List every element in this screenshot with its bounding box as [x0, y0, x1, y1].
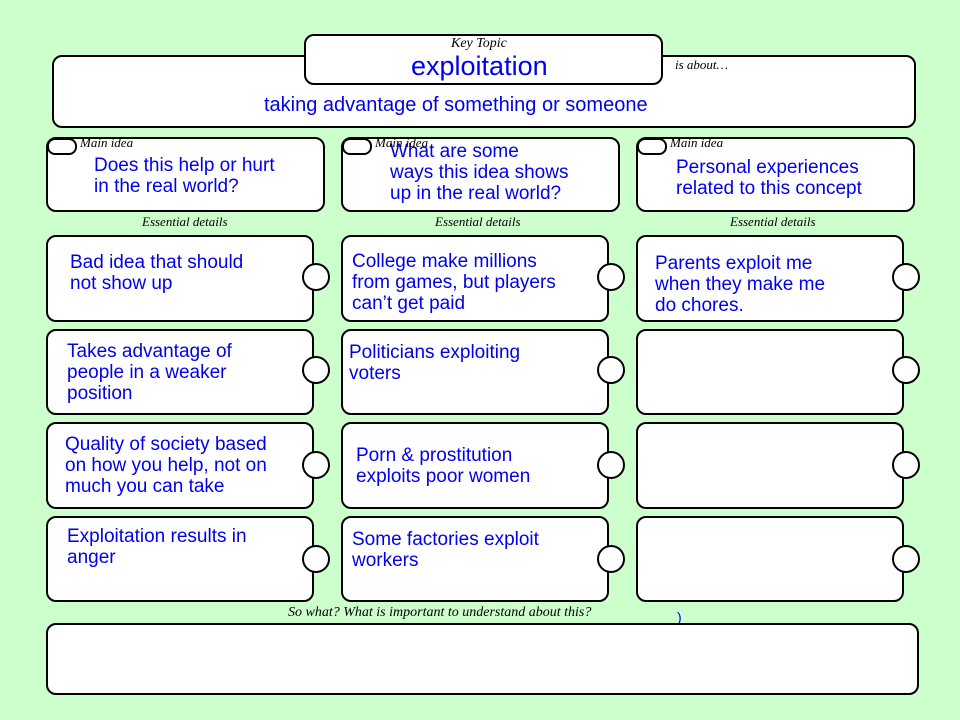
detail-box-3-4 — [636, 516, 904, 602]
connector-circle — [302, 451, 330, 479]
detail-text-1-1: Bad idea that should not show up — [70, 252, 244, 294]
main-idea-tab-3 — [637, 138, 667, 155]
essential-details-label-3: Essential details — [730, 214, 816, 229]
connector-circle — [597, 263, 625, 291]
key-topic-box: Key Topic exploitation — [304, 34, 663, 85]
main-idea-label-1: Main idea — [80, 135, 134, 150]
detail-text-2-4: Some factories exploit workers — [352, 529, 539, 571]
detail-text-3-1: Parents exploit me when they make me do … — [655, 253, 826, 316]
detail-text-1-4: Exploitation results in anger — [67, 526, 247, 568]
detail-box-2-1: College make millions from games, but pl… — [341, 235, 609, 322]
connector-circle — [892, 263, 920, 291]
detail-text-1-3: Quality of society based on how you help… — [65, 434, 267, 497]
detail-box-3-3 — [636, 422, 904, 509]
so-what-label: So what? What is important to understand… — [288, 605, 592, 620]
so-what-box[interactable] — [46, 623, 919, 695]
connector-circle — [302, 356, 330, 384]
detail-box-1-2: Takes advantage of people in a weaker po… — [46, 329, 314, 415]
main-idea-label-2: Main idea — [375, 135, 429, 150]
main-idea-tab-2 — [342, 138, 372, 155]
detail-box-2-2: Politicians exploiting voters — [341, 329, 609, 415]
connector-circle — [892, 356, 920, 384]
main-idea-text-1: Does this help or hurt in the real world… — [94, 155, 275, 197]
detail-box-1-4: Exploitation results in anger — [46, 516, 314, 602]
detail-text-1-2: Takes advantage of people in a weaker po… — [67, 341, 232, 404]
connector-circle — [892, 451, 920, 479]
connector-circle — [302, 263, 330, 291]
detail-box-1-3: Quality of society based on how you help… — [46, 422, 314, 509]
connector-circle — [597, 451, 625, 479]
detail-text-2-3: Porn & prostitution exploits poor women — [356, 445, 531, 487]
key-topic-label: Key Topic — [451, 36, 507, 51]
detail-box-1-1: Bad idea that should not show up — [46, 235, 314, 322]
so-what-mark: ) — [677, 609, 682, 625]
detail-box-2-4: Some factories exploit workers — [341, 516, 609, 602]
key-topic-title: exploitation — [411, 51, 548, 81]
main-idea-text-3: Personal experiences related to this con… — [676, 157, 862, 199]
definition-text: taking advantage of something or someone — [264, 94, 648, 116]
main-idea-box-2: What are some ways this idea shows up in… — [341, 137, 620, 212]
main-idea-tab-1 — [47, 138, 77, 155]
essential-details-label-2: Essential details — [435, 214, 521, 229]
connector-circle — [892, 545, 920, 573]
connector-circle — [302, 545, 330, 573]
detail-text-2-2: Politicians exploiting voters — [349, 342, 521, 384]
connector-circle — [597, 545, 625, 573]
is-about-label: is about… — [675, 57, 729, 72]
detail-text-2-1: College make millions from games, but pl… — [352, 251, 556, 314]
connector-circle — [597, 356, 625, 384]
main-idea-box-1: Does this help or hurt in the real world… — [46, 137, 325, 212]
detail-box-3-1: Parents exploit me when they make me do … — [636, 235, 904, 322]
detail-box-2-3: Porn & prostitution exploits poor women — [341, 422, 609, 509]
main-idea-text-2: What are some ways this idea shows up in… — [390, 141, 569, 204]
detail-box-3-2 — [636, 329, 904, 415]
main-idea-box-3: Personal experiences related to this con… — [636, 137, 915, 212]
main-idea-label-3: Main idea — [670, 135, 724, 150]
essential-details-label-1: Essential details — [142, 214, 228, 229]
